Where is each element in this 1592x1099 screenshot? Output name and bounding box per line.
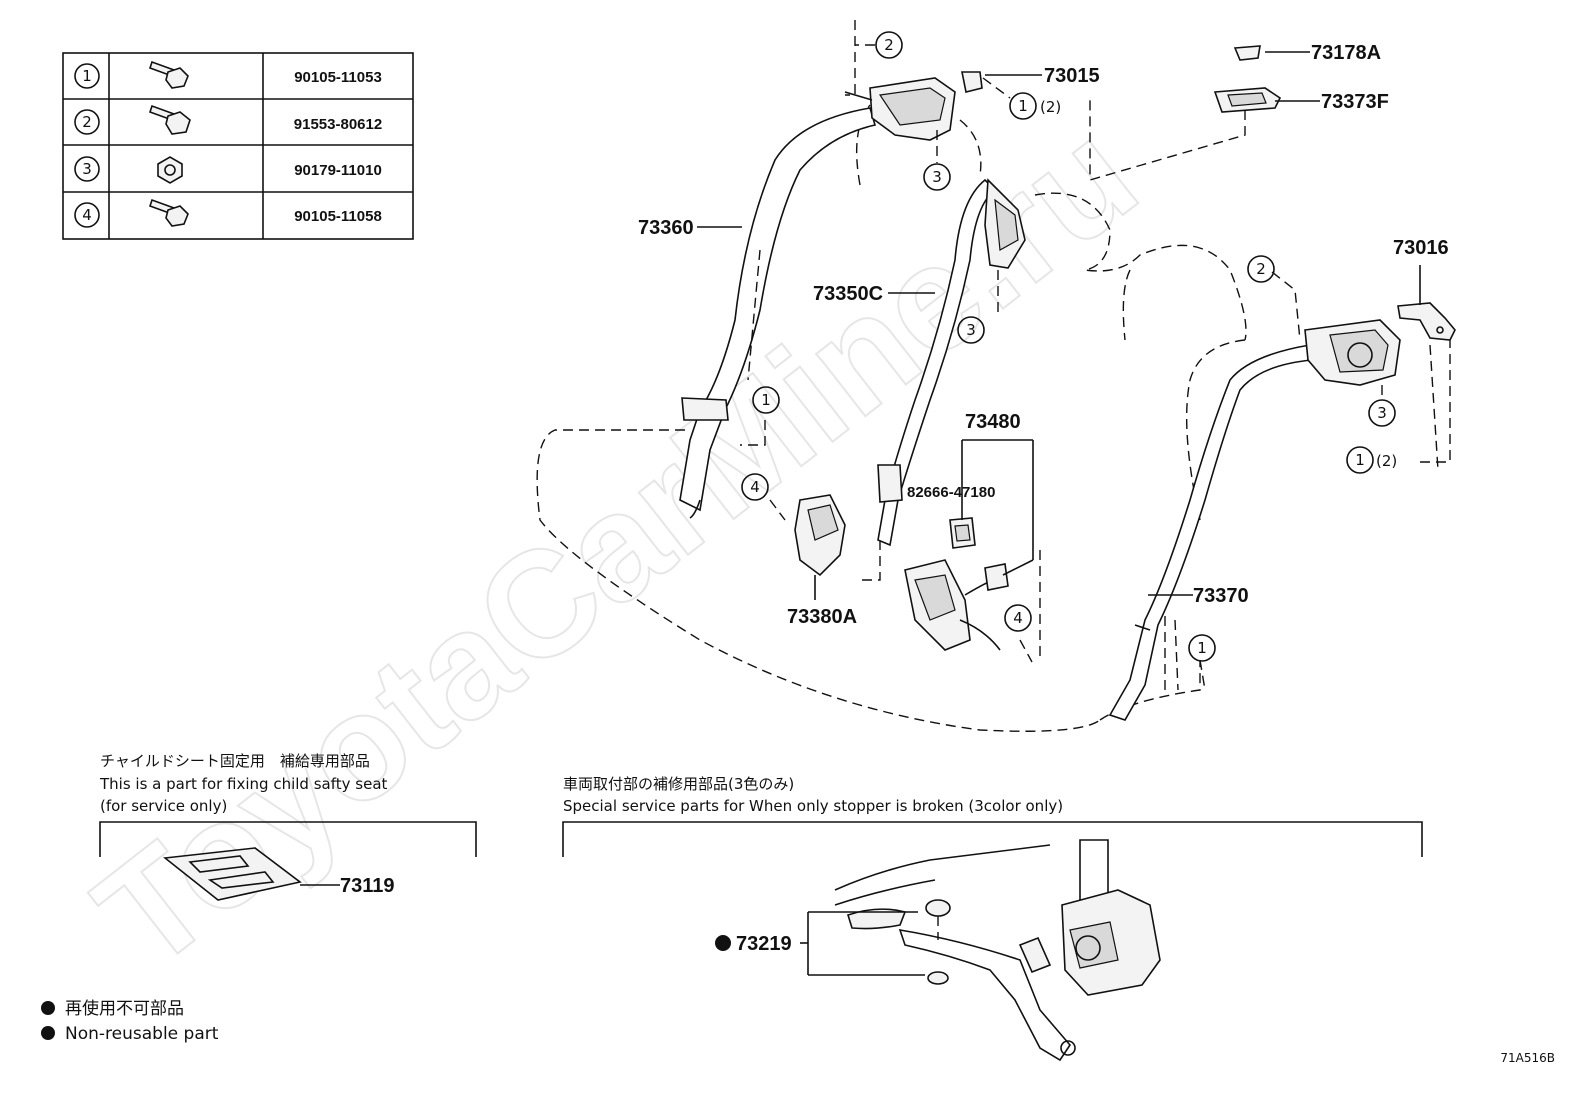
ref-number: 4 [82, 206, 92, 224]
callout-73373F: 73373F [1321, 91, 1389, 113]
table-row: 4 90105-11058 [74, 198, 382, 228]
part-number: 90105-11058 [294, 208, 382, 225]
cover-73373F [1213, 87, 1282, 113]
ref-marker: 1 [1188, 634, 1216, 662]
fastener-table: 1 90105-11053 2 91553-80612 3 [62, 52, 414, 240]
note-child-seat-jp: チャイルドシート固定用 補給専用部品 [100, 752, 370, 770]
buckle-73480 [904, 517, 1009, 651]
seat-outline [536, 20, 1247, 732]
bracket-73119 [162, 847, 302, 901]
ref-number: 3 [82, 160, 92, 178]
legend-en: Non-reusable part [65, 1024, 219, 1044]
callout-73178A: 73178A [1311, 42, 1381, 64]
clip-73219-top [925, 899, 951, 940]
bolt-icon [148, 198, 189, 227]
callout-73219: 73219 [736, 933, 792, 955]
ref-marker: 1 [752, 386, 780, 414]
stopper-belt-assembly [834, 839, 1161, 1062]
stopper-section: 車両取付部の補修用部品(3色のみ) Special service parts … [562, 775, 1423, 1062]
part-number: 91553-80612 [294, 116, 382, 133]
svg-text:1: 1 [761, 391, 771, 409]
ref-marker: 3 [957, 316, 985, 344]
diagram-code: 71A516B [1500, 1051, 1555, 1065]
svg-text:1: 1 [1355, 451, 1365, 469]
callout-73350C: 73350C [813, 283, 883, 305]
callout-73016: 73016 [1393, 237, 1449, 259]
ref-suffix: (2) [1040, 98, 1061, 116]
svg-text:2: 2 [1256, 260, 1266, 278]
ref-marker: 1 [1346, 446, 1374, 474]
note-stopper-en: Special service parts for When only stop… [563, 797, 1063, 815]
legend: 再使用不可部品 Non-reusable part [41, 998, 219, 1044]
seat-belt-73350C [877, 178, 1026, 547]
table-row: 3 90179-11010 [74, 156, 382, 184]
callout-82666-47180: 82666-47180 [907, 484, 995, 501]
callout-73119: 73119 [340, 875, 395, 897]
ref-markers: 2 1 (2) 3 3 1 4 4 1 2 3 1 (2) [741, 31, 1397, 662]
svg-text:3: 3 [1377, 404, 1387, 422]
ref-marker: 4 [741, 473, 769, 501]
note-child-seat-en2: (for service only) [100, 797, 227, 815]
callout-73360: 73360 [638, 217, 694, 239]
svg-text:1: 1 [1197, 639, 1207, 657]
ref-marker: 2 [875, 31, 903, 59]
note-stopper-jp: 車両取付部の補修用部品(3色のみ) [563, 775, 794, 793]
svg-text:1: 1 [1018, 97, 1028, 115]
svg-text:4: 4 [750, 478, 760, 496]
svg-text:2: 2 [884, 36, 894, 54]
part-number: 90105-11053 [294, 69, 382, 86]
seat-belt-73370 [1108, 319, 1401, 721]
bracket-73016 [1397, 302, 1456, 341]
table-row: 2 91553-80612 [74, 104, 382, 135]
svg-text:4: 4 [1013, 609, 1023, 627]
ref-number: 2 [82, 113, 92, 131]
non-reusable-dot [715, 935, 731, 951]
non-reusable-dot [41, 1001, 55, 1015]
ref-leaders [740, 44, 1451, 691]
cover-73178A [1233, 45, 1261, 61]
ref-marker: 4 [1004, 604, 1032, 632]
ref-suffix: (2) [1376, 452, 1397, 470]
ref-marker: 3 [1368, 399, 1396, 427]
note-child-seat-en: This is a part for fixing child safty se… [99, 775, 388, 793]
child-seat-section: チャイルドシート固定用 補給専用部品 This is a part for fi… [99, 752, 477, 901]
callout-73380A: 73380A [787, 606, 857, 628]
svg-text:3: 3 [932, 168, 942, 186]
leader-lines [300, 51, 1421, 886]
clip-73219-bottom [927, 971, 949, 985]
non-reusable-dot [41, 1026, 55, 1040]
callout-73015: 73015 [1044, 65, 1100, 87]
callout-73370: 73370 [1193, 585, 1249, 607]
svg-text:3: 3 [966, 321, 976, 339]
part-callouts: 73015 73178A 73373F 73360 73350C 73016 7… [638, 42, 1449, 628]
clip-73015 [961, 71, 983, 93]
bolt-icon [148, 104, 191, 135]
legend-jp: 再使用不可部品 [65, 998, 184, 1019]
part-number: 90179-11010 [294, 162, 382, 179]
bolt-icon [148, 60, 189, 89]
ref-marker: 3 [923, 163, 951, 191]
retractor-top-left [844, 77, 956, 141]
ref-marker: 1 [1009, 92, 1037, 120]
ref-number: 1 [82, 67, 92, 85]
buckle-73380A [794, 494, 846, 577]
ref-marker: 2 [1247, 255, 1275, 283]
callout-73480: 73480 [965, 411, 1021, 433]
seat-belt-73360 [679, 107, 877, 519]
nut-icon [157, 156, 183, 184]
table-row: 1 90105-11053 [74, 60, 382, 89]
